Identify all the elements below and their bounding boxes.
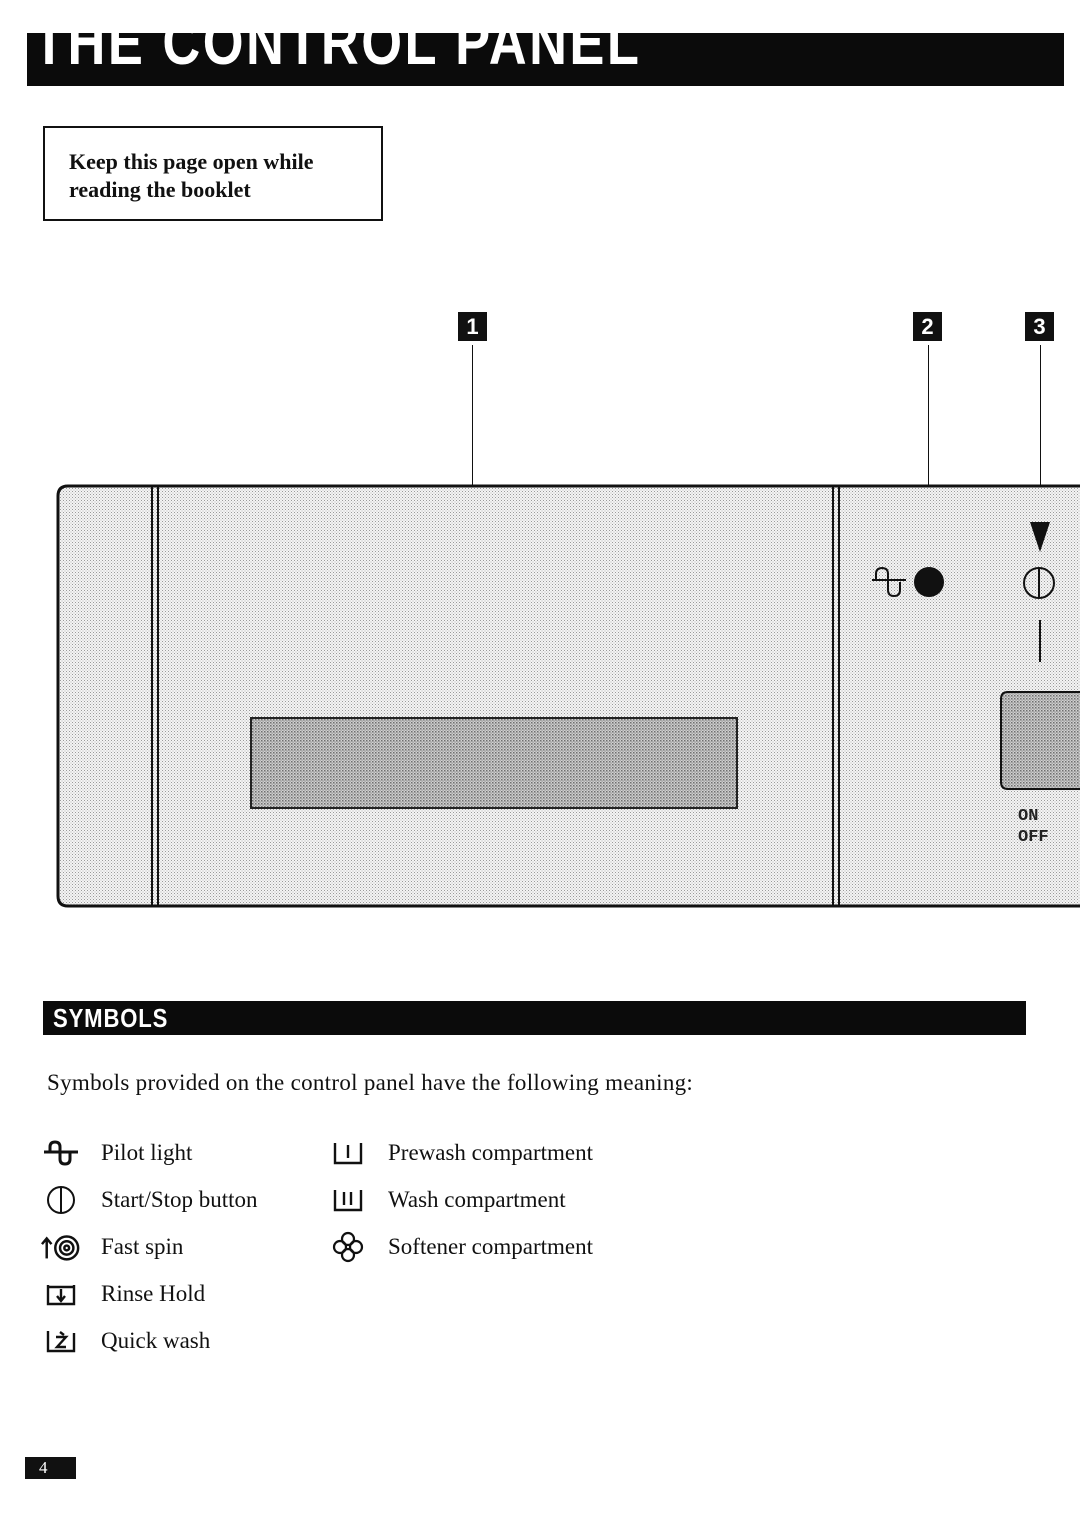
panel-start-stop-icon (1023, 567, 1055, 599)
pilot-light-lamp (914, 567, 944, 597)
prewash-compartment-icon (328, 1137, 368, 1169)
wash-compartment-icon (328, 1184, 368, 1216)
start-stop-icon (41, 1184, 81, 1216)
on-label: ON (1018, 807, 1039, 826)
list-item: Prewash compartment (328, 1129, 593, 1176)
quick-wash-icon (41, 1325, 81, 1357)
indicator-arrow (1030, 522, 1050, 552)
symbol-label: Wash compartment (388, 1186, 566, 1212)
symbol-label: Pilot light (101, 1139, 193, 1165)
list-item: Start/Stop button (41, 1176, 258, 1223)
note-line-1: Keep this page open while (69, 149, 314, 174)
fast-spin-icon (41, 1231, 81, 1263)
note-box: Keep this page open while reading the bo… (43, 126, 383, 221)
list-item: Pilot light (41, 1129, 258, 1176)
page-title: THE CONTROL PANEL (33, 33, 642, 78)
symbol-label: Softener compartment (388, 1233, 594, 1259)
list-item: Fast spin (41, 1223, 258, 1270)
callout-2-leader (928, 345, 929, 553)
start-stop-button (1000, 691, 1080, 790)
symbol-label: Quick wash (101, 1327, 211, 1353)
page-number: 4 (25, 1457, 76, 1479)
title-bar: THE CONTROL PANEL (27, 33, 1064, 86)
symbol-label: Rinse Hold (101, 1280, 206, 1306)
symbols-list-right: Prewash compartment Wash compartment Sof… (328, 1129, 593, 1270)
callout-3: 3 (1025, 312, 1054, 341)
list-item: Softener compartment (328, 1223, 593, 1270)
symbols-section-title: SYMBOLS (53, 1003, 169, 1033)
list-item: Rinse Hold (41, 1270, 258, 1317)
callout-2: 2 (913, 312, 942, 341)
panel-pilot-light-icon (872, 566, 906, 598)
control-panel-illustration (56, 484, 1080, 908)
callout-1: 1 (458, 312, 487, 341)
panel-body (56, 484, 1080, 908)
symbol-label: Prewash compartment (388, 1139, 594, 1165)
rinse-hold-icon (41, 1278, 81, 1310)
list-item: Wash compartment (328, 1176, 593, 1223)
note-line-2: reading the booklet (69, 177, 251, 202)
list-item: Quick wash (41, 1317, 258, 1364)
symbol-label: Fast spin (101, 1233, 184, 1259)
callout-3-leader (1040, 345, 1041, 495)
symbols-intro: Symbols provided on the control panel ha… (47, 1070, 694, 1095)
symbols-section-bar: SYMBOLS (43, 1001, 1026, 1035)
symbols-list-left: Pilot light Start/Stop button Fast spin … (41, 1129, 258, 1364)
softener-compartment-icon (328, 1231, 368, 1263)
on-off-label: ON OFF (1018, 806, 1049, 848)
pilot-light-icon (41, 1137, 81, 1169)
drawer-handle (250, 717, 738, 809)
off-label: OFF (1018, 828, 1049, 847)
symbol-label: Start/Stop button (101, 1186, 258, 1212)
